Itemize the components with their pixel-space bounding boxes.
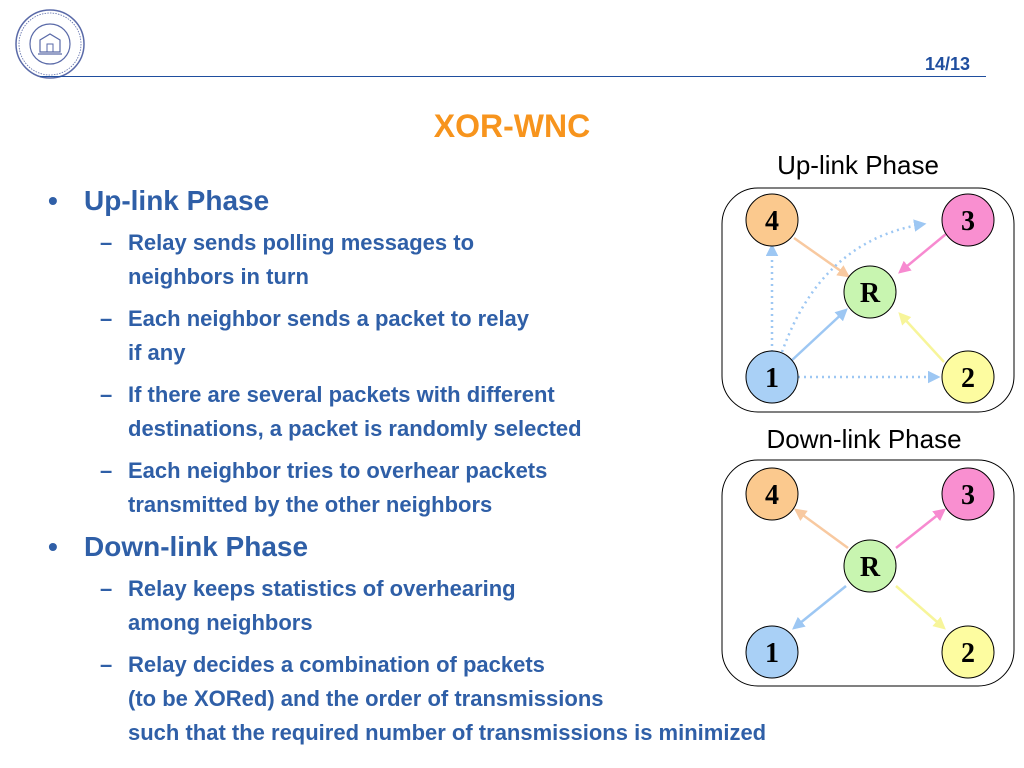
downlink-edge-r-2 [895,585,946,630]
slide-title: XOR-WNC [433,108,591,144]
subbullet-line: transmitted by the other neighbors [128,492,493,517]
downlink-node-1: 1 [745,625,799,679]
subbullet-line: If there are several packets with differ… [128,382,555,407]
header-divider [40,76,986,77]
uplink-node-2: 2 [941,350,995,404]
downlink-node-3: 3 [941,467,995,521]
page-number: 14/13 [924,54,970,74]
subbullet-line: among neighbors [128,610,313,635]
uplink-frame [721,187,1015,413]
downlink-node-relay: R [843,539,897,593]
uplink-node-1: 1 [745,350,799,404]
bullet-downlink-phase: • Down-link Phase [44,530,964,564]
node-label: 2 [961,363,975,394]
subbullet-line: (to be XORed) and the order of transmiss… [128,686,604,711]
dash-marker: – [100,652,113,677]
dash-marker: – [100,230,113,255]
uplink-edge-3-r [898,233,947,274]
subbullet-line: Relay sends polling messages to [128,230,475,255]
subbullet-line: if any [128,340,186,365]
subbullet-line: neighbors in turn [128,264,309,289]
node-label: 4 [765,480,779,511]
downlink-edge-r-3 [895,508,946,549]
dash-marker: – [100,306,113,331]
node-label: 1 [765,638,779,669]
bullet-marker: • [48,531,58,562]
subbullet: – Relay decides a combination of packets… [44,648,964,750]
subbullet: – Each neighbor sends a packet to relay … [44,302,964,370]
bullet-text: Up-link Phase [84,185,270,216]
uplink-edge-2-r [898,312,945,363]
node-label: R [860,278,881,309]
downlink-node-2: 2 [941,625,995,679]
subbullet-line: Each neighbor tries to overhear packets [128,458,548,483]
downlink-edge-r-4 [793,508,849,550]
downlink-node-4: 4 [745,467,799,521]
subbullet-line: Relay decides a combination of packets [128,652,545,677]
subbullet-line: Each neighbor sends a packet to relay [128,306,530,331]
downlink-frame [721,459,1015,687]
dash-marker: – [100,382,113,407]
subbullet-line: destinations, a packet is randomly selec… [128,416,582,441]
node-label: 3 [961,206,975,237]
dash-marker: – [100,576,113,601]
slide-body: • Up-link Phase – Relay sends polling me… [44,184,964,758]
node-label: 1 [765,363,779,394]
subbullet: – Each neighbor tries to overhear packet… [44,454,964,522]
uplink-diagram-title: Up-link Phase [777,150,939,180]
downlink-edge-r-1 [792,585,847,630]
downlink-diagram-title: Down-link Phase [766,424,962,454]
bullet-uplink-phase: • Up-link Phase [44,184,964,218]
bullet-text: Down-link Phase [84,531,309,562]
uplink-edge-1-r [789,308,848,363]
subbullet-line: such that the required number of transmi… [128,720,767,745]
node-label: 3 [961,480,975,511]
dash-marker: – [100,458,113,483]
node-label: R [860,552,881,583]
uplink-node-relay: R [843,265,897,319]
subbullet-line: Relay keeps statistics of overhearing [128,576,516,601]
subbullet: – Relay keeps statistics of overhearing … [44,572,964,640]
university-seal-logo [15,9,85,79]
bullet-marker: • [48,185,58,216]
uplink-edge-4-r [793,236,851,278]
uplink-node-4: 4 [745,193,799,247]
subbullet: – If there are several packets with diff… [44,378,964,446]
subbullet: – Relay sends polling messages to neighb… [44,226,964,294]
uplink-node-3: 3 [941,193,995,247]
node-label: 4 [765,206,779,237]
node-label: 2 [961,638,975,669]
